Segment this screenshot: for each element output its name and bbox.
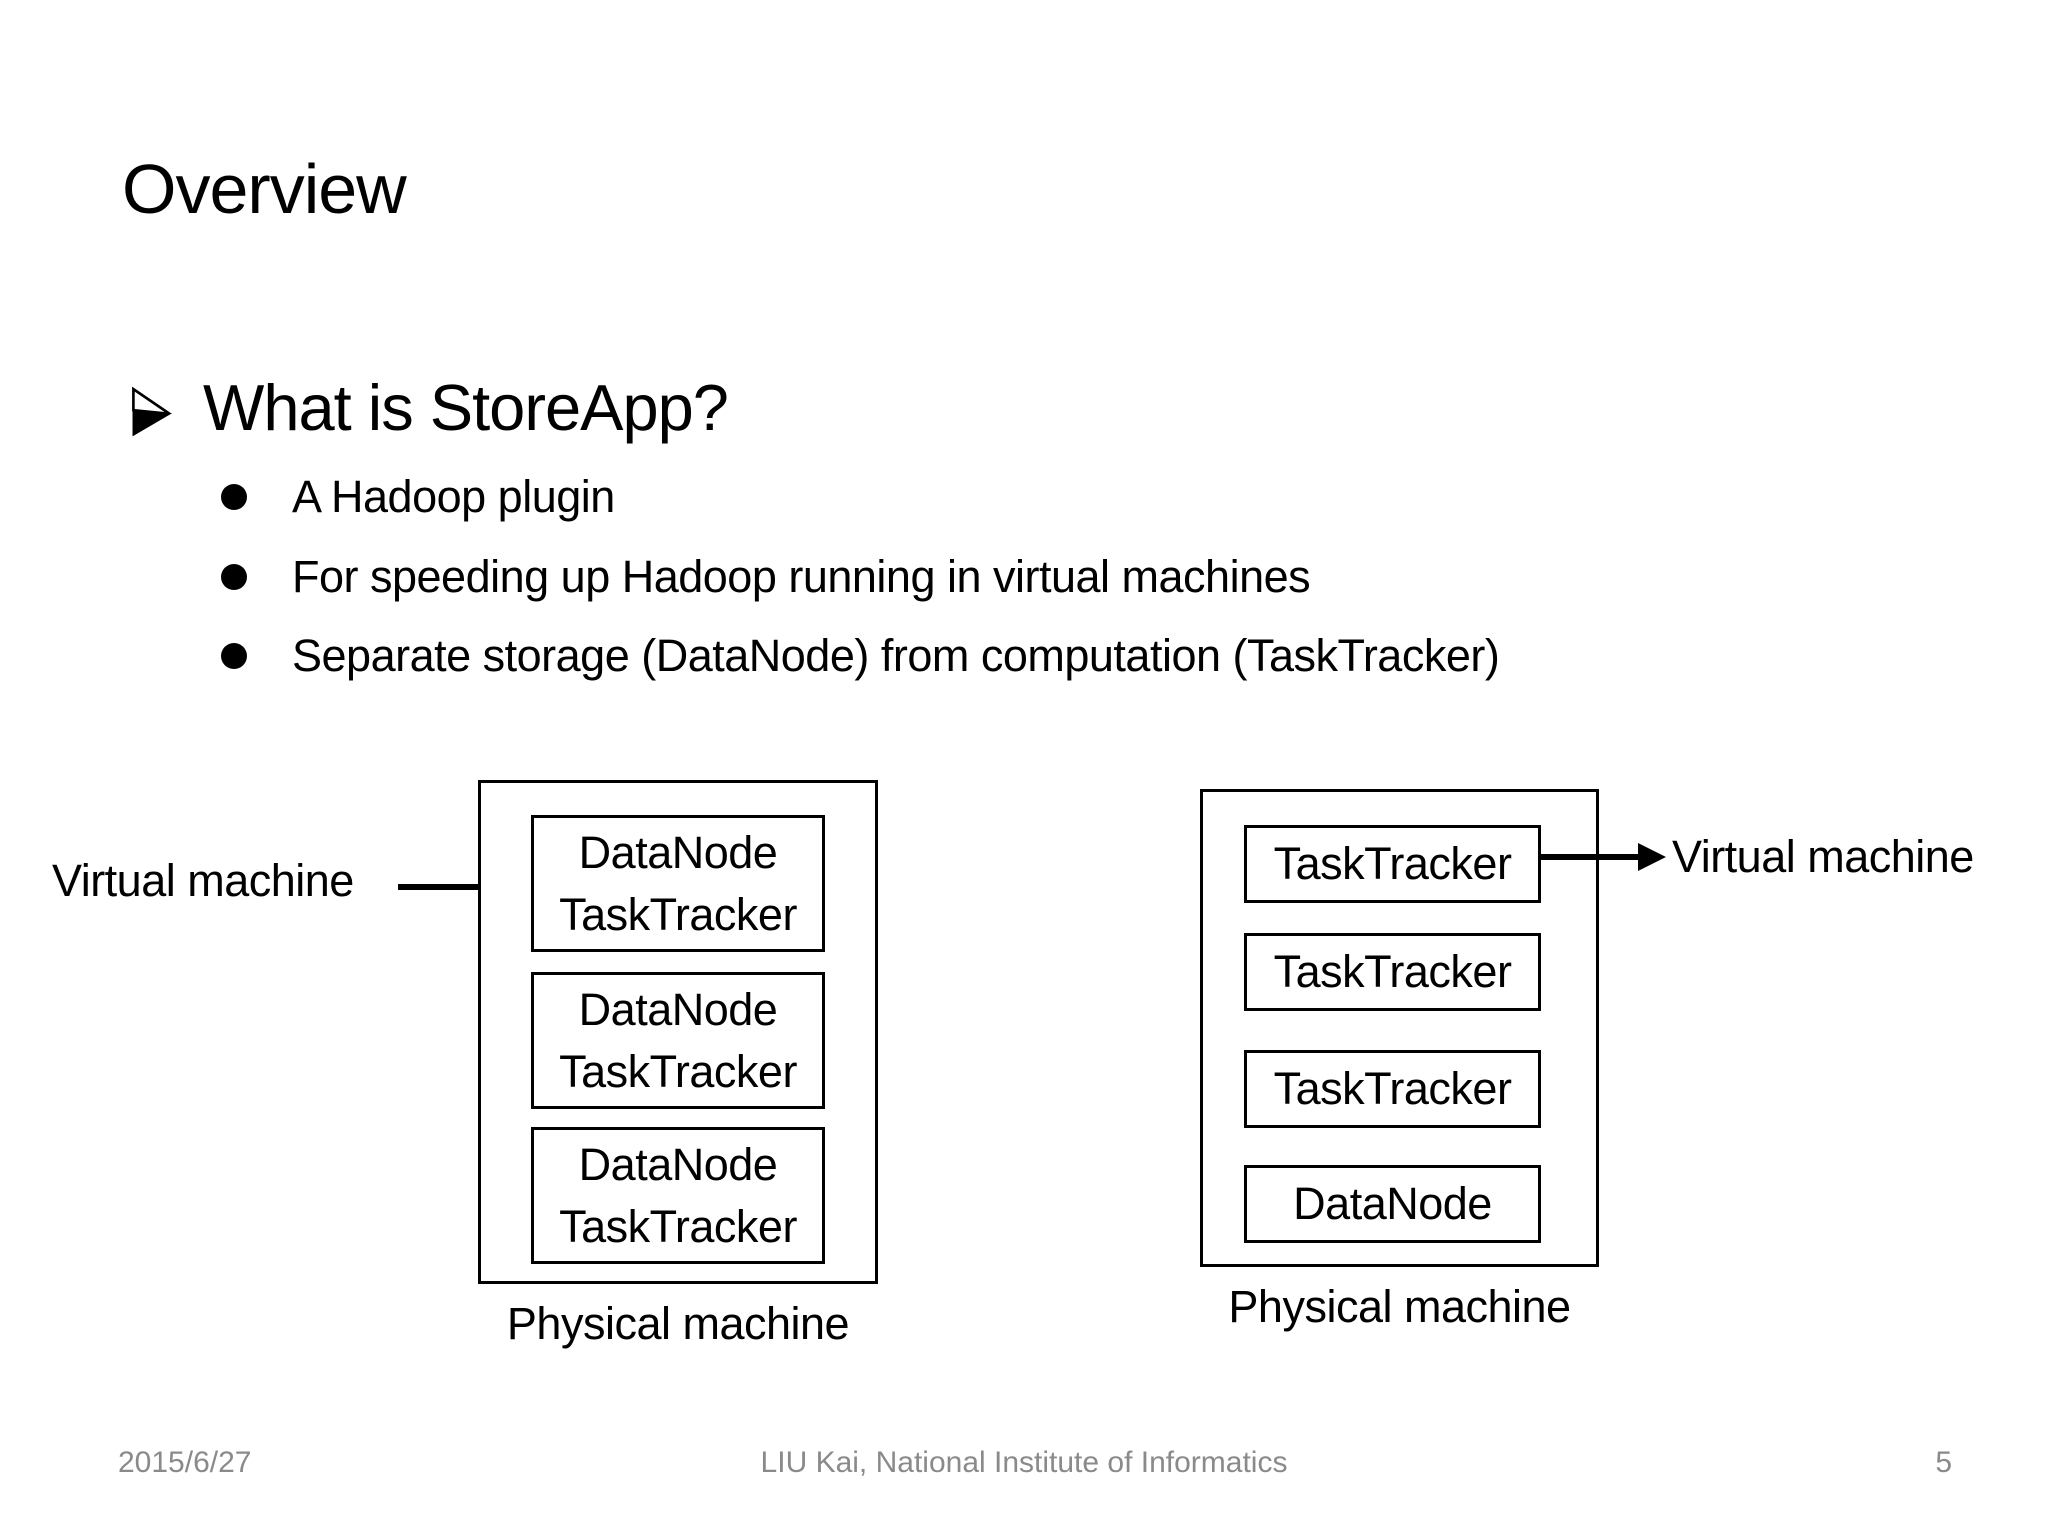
physical-machine-box-right: TaskTracker TaskTracker TaskTracker Data… [1200,789,1599,1267]
virtual-machine-label-right: Virtual machine [1672,831,1974,882]
vm-box-label: TaskTracker [559,1045,797,1097]
vm-box-label: DataNode [1293,1178,1492,1229]
bullet-text: A Hadoop plugin [292,471,615,522]
bullet-dot-icon [221,564,247,590]
footer-page-number: 5 [1935,1446,1952,1479]
heading-row: What is StoreApp? [129,371,729,444]
vm-box-label: DataNode [578,983,778,1035]
vm-box-label: TaskTracker [559,1200,797,1252]
vm-box: TaskTracker [1244,825,1541,903]
arrowhead-bullet-icon [132,386,173,437]
bullet-item: For speeding up Hadoop running in virtua… [221,550,1311,604]
bullet-text: For speeding up Hadoop running in virtua… [292,551,1311,602]
bullet-item: Separate storage (DataNode) from computa… [221,629,1500,683]
physical-machine-label-left: Physical machine [506,1298,850,1349]
bullet-text: Separate storage (DataNode) from computa… [292,630,1500,681]
vm-box: DataNode [1244,1165,1541,1243]
physical-machine-label-right: Physical machine [1228,1281,1571,1332]
vm-box: TaskTracker [1244,1050,1541,1128]
vm-box-label: DataNode [578,1138,778,1190]
vm-box: DataNode TaskTracker [531,815,825,952]
physical-machine-box-left: DataNode TaskTracker DataNode TaskTracke… [478,780,878,1284]
heading-text: What is StoreApp? [203,371,729,444]
arrow-line-right [1538,854,1640,860]
virtual-machine-label-left: Virtual machine [52,855,354,906]
footer-credit: LIU Kai, National Institute of Informati… [760,1446,1288,1479]
vm-box: TaskTracker [1244,933,1541,1011]
vm-box-label: TaskTracker [1273,838,1512,889]
page-title: Overview [122,150,407,228]
footer-date: 2015/6/27 [118,1446,252,1479]
vm-box-label: TaskTracker [559,888,797,940]
vm-box-label: DataNode [578,826,778,878]
vm-box-label: TaskTracker [1273,946,1512,997]
vm-box-label: TaskTracker [1273,1063,1512,1114]
bullet-dot-icon [221,484,247,510]
bullet-dot-icon [221,643,247,669]
vm-box: DataNode TaskTracker [531,972,825,1109]
arrow-line-left [398,884,506,890]
vm-box: DataNode TaskTracker [531,1127,825,1264]
bullet-item: A Hadoop plugin [221,470,615,524]
arrow-head-icon-right [1638,843,1666,871]
